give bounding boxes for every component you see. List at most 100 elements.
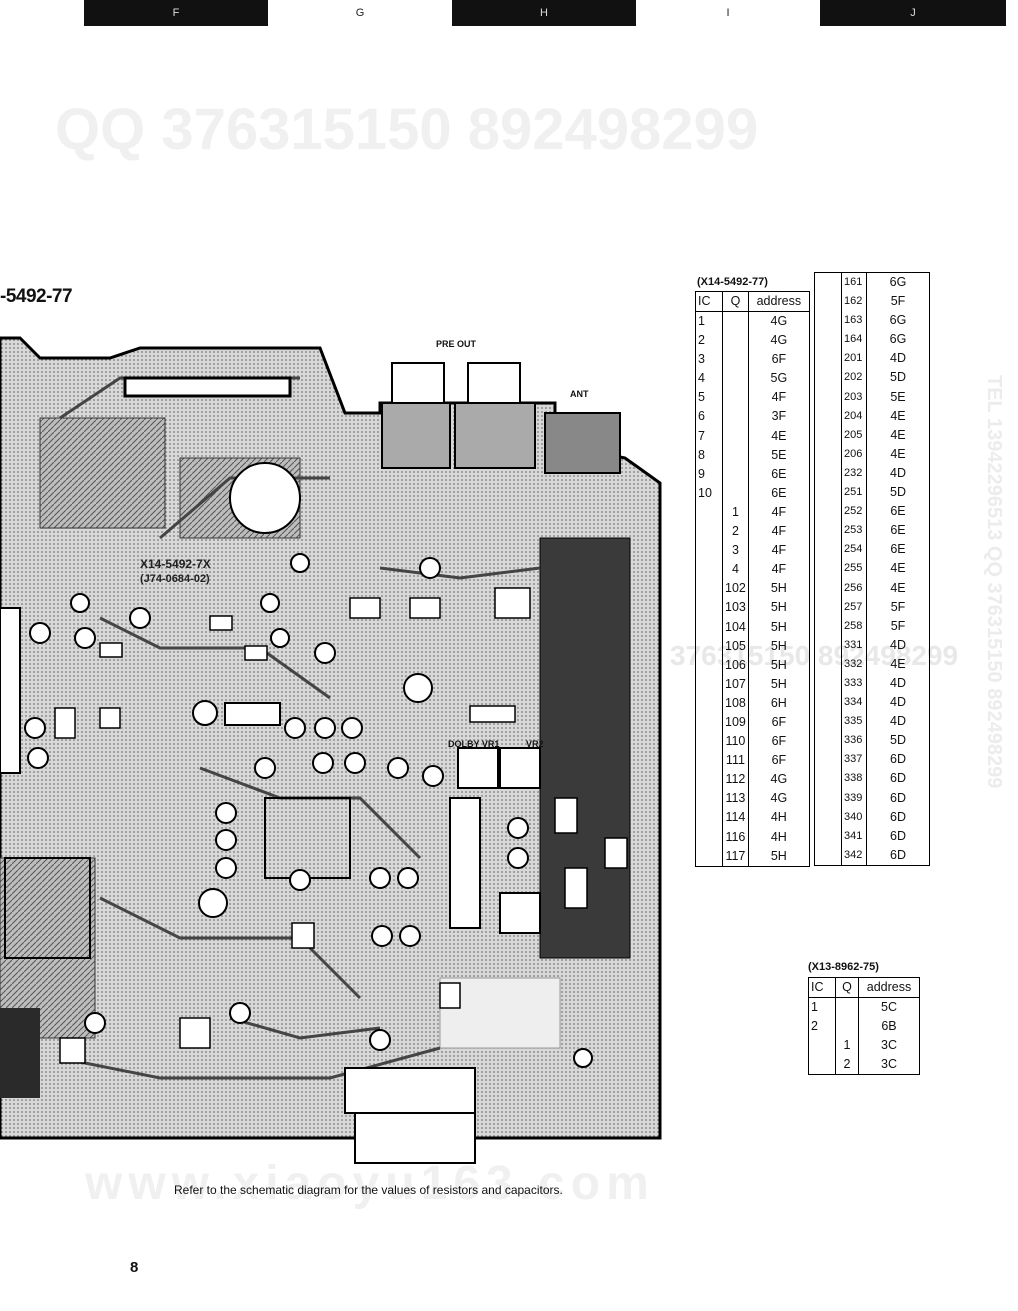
cell-ic: [814, 597, 842, 617]
cell-ic: [814, 750, 842, 770]
cell-ic: [695, 770, 723, 790]
cell-address: 4D: [866, 673, 930, 694]
cell-q: [722, 426, 749, 446]
cell-address: 4E: [866, 425, 930, 445]
cell-address: 6D: [866, 845, 930, 866]
cell-q: 107: [722, 674, 749, 694]
table-header-row: IC Q address: [695, 291, 810, 312]
footnote: Refer to the schematic diagram for the v…: [174, 1183, 563, 1197]
cell-address: 5H: [747, 598, 810, 618]
cell-address: 5E: [747, 445, 810, 465]
cell-ic: [814, 616, 842, 636]
cell-address: 6E: [747, 483, 810, 503]
cell-address: 6G: [866, 330, 930, 350]
board-title: -5492-77: [0, 286, 73, 307]
cell-address: 6F: [747, 732, 810, 752]
header-q: Q: [722, 291, 749, 312]
watermark-side: TEL 13942296513 QQ 376315150 892498299: [983, 375, 1005, 789]
cell-ic: [695, 751, 723, 771]
cell-address: 4D: [866, 693, 930, 713]
cell-ic: [814, 463, 842, 484]
cell-q: 1: [722, 502, 749, 523]
cell-address: 5H: [747, 846, 810, 867]
column-header-f: F: [84, 0, 268, 26]
cell-address: 5F: [866, 597, 930, 617]
cell-q: 253: [841, 521, 867, 541]
cell-ic: [695, 541, 723, 561]
cell-ic: 6: [695, 407, 723, 427]
table-x14-caption: (X14-5492-77): [697, 276, 768, 288]
cell-ic: [695, 789, 723, 809]
cell-q: 117: [722, 846, 749, 867]
cell-ic: [814, 272, 842, 293]
cell-ic: [808, 1055, 836, 1076]
cell-ic: 3: [695, 350, 723, 370]
cell-ic: 4: [695, 369, 723, 389]
cell-q: 164: [841, 330, 867, 350]
cell-address: 6H: [747, 693, 810, 713]
cell-q: 341: [841, 826, 867, 846]
cell-q: 116: [722, 827, 749, 847]
cell-q: 104: [722, 617, 749, 637]
cell-address: 6E: [866, 540, 930, 560]
cell-q: 257: [841, 597, 867, 617]
cell-ic: 9: [695, 464, 723, 484]
cell-q: [722, 388, 749, 408]
cell-ic: 5: [695, 388, 723, 408]
cell-address: 4E: [866, 444, 930, 464]
cell-address: 6E: [747, 464, 810, 484]
cell-ic: [814, 712, 842, 732]
cell-ic: [814, 559, 842, 579]
cell-address: 4D: [866, 349, 930, 369]
cell-ic: 1: [695, 311, 723, 332]
cell-ic: 7: [695, 426, 723, 446]
cell-ic: [814, 368, 842, 388]
cell-ic: [814, 425, 842, 445]
cell-ic: [814, 349, 842, 369]
column-header-h: H: [452, 0, 636, 26]
cell-address: 6D: [866, 769, 930, 789]
cell-q: 202: [841, 368, 867, 388]
cell-ic: [814, 578, 842, 598]
cell-address: 6B: [858, 1017, 920, 1037]
cell-address: 5H: [747, 579, 810, 599]
cell-q: 4: [722, 560, 749, 580]
cell-ic: [814, 693, 842, 713]
cell-address: 6D: [866, 788, 930, 808]
watermark-web: www.xiaoyu163.com: [85, 1157, 655, 1210]
column-header-bar: F G H I J: [0, 0, 1018, 26]
dolby-vr1-label: DOLBY VR1: [448, 739, 500, 749]
cell-ic: [814, 387, 842, 407]
column-header-g: G: [268, 0, 452, 26]
cell-address: 5D: [866, 368, 930, 388]
